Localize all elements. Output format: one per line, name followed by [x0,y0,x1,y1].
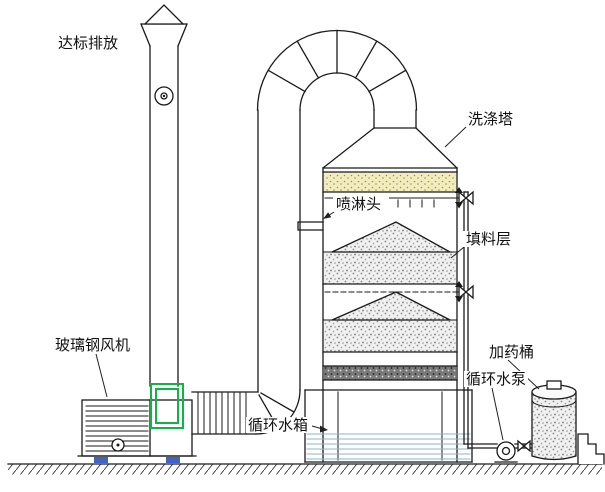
packing-heap-2 [331,291,451,321]
transfer-duct [255,29,418,435]
pump-label-bg [464,371,528,387]
flex-joint [150,383,184,429]
support-grid [324,366,456,380]
water-surface-lines [306,433,471,460]
scrubber-tower [322,127,465,463]
valve-2 [458,284,474,300]
dosing-barrel-group [531,380,577,461]
flex-stripes [197,391,247,435]
steps [577,433,605,465]
tower-hood [322,127,458,169]
fan-inlet-duct [191,391,259,435]
riser-pipe [455,187,474,449]
label-spray-head: 喷淋头 [336,196,381,213]
packing-bed-1 [324,252,456,284]
packing-label-bg [463,231,511,247]
label-tower: 洗涤塔 [468,111,513,128]
label-fan: 玻璃钢风机 [55,337,130,354]
water-tank [304,389,473,463]
barrel-cap [546,380,562,390]
side-stub-pipe [297,221,324,231]
stack-cap [143,4,185,25]
label-circulating-tank: 循环水箱 [248,417,308,434]
fan-base-pads [94,457,180,463]
leader-lines [95,126,540,441]
annotations: 达标排放 玻璃钢风机 洗涤塔 喷淋头 填料层 循环水箱 循环水泵 加药桶 [55,35,540,441]
tank-arrowhead [320,425,328,433]
spray-nozzles [397,199,435,208]
ground-line [7,463,603,475]
tank-label-bg [246,417,310,433]
valve-1 [458,190,474,206]
spray-label-bg [333,196,389,212]
valve-3 [517,439,531,453]
label-circulating-pump: 循环水泵 [466,371,526,388]
label-packing-layer: 填料层 [466,231,511,248]
pump [463,439,533,463]
exhaust-stack [140,4,188,387]
packing-heap-1 [331,221,453,253]
ink-layer [7,4,605,475]
label-emission: 达标排放 [58,35,118,52]
packing-bed-2 [324,320,456,352]
spray-arrowhead [323,212,332,219]
label-dosing-barrel: 加药桶 [489,344,534,361]
